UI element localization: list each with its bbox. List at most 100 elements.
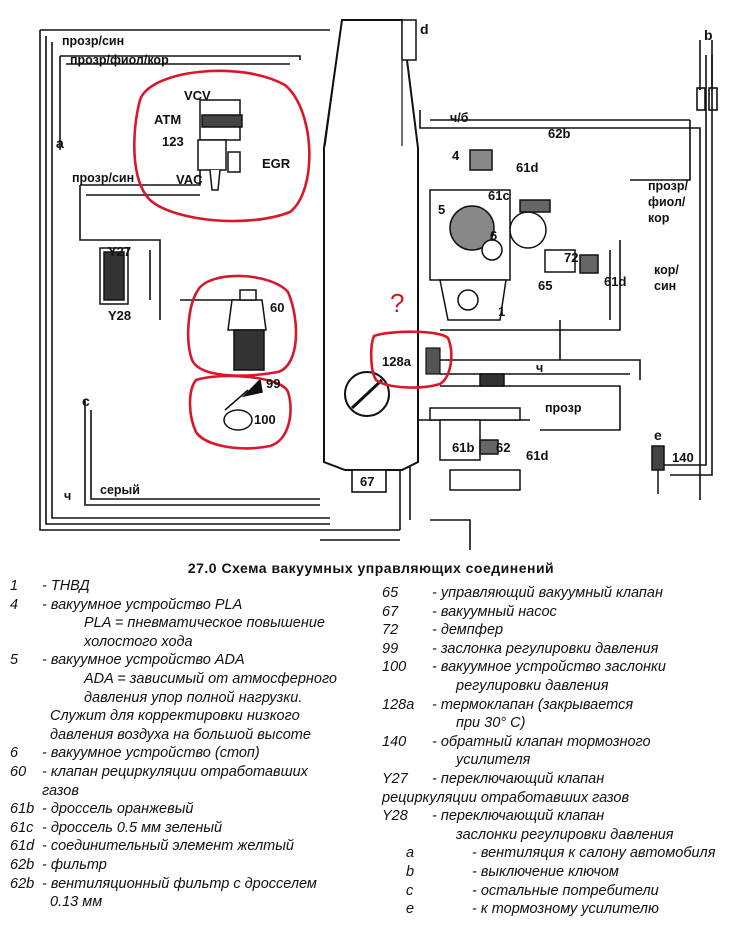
letter-e: e <box>654 427 662 443</box>
legend-description: - ТНВД <box>42 578 90 594</box>
legend-key: 60 <box>10 763 27 780</box>
label-ch-mid: ч <box>536 361 543 375</box>
label-vac: VAC <box>176 172 203 187</box>
question-mark: ? <box>390 288 404 318</box>
label-prozr-fiol-kor-right-3: кор <box>648 211 670 225</box>
legend-key: 4 <box>10 596 19 613</box>
legend-key: 100 <box>382 659 407 676</box>
legend-description: - фильтр <box>42 856 107 873</box>
legend-row: 60 - клапан рециркуляции отработавших <box>10 763 380 782</box>
letter-b: b <box>704 27 713 43</box>
label-prozr-fiol-kor-top: прозр/фиол/кор <box>70 53 169 67</box>
legend-key: b <box>406 863 415 880</box>
legend-continuation: давления упор полной нагрузки. <box>84 689 303 706</box>
legend-key: 128a <box>382 696 415 713</box>
legend-description: - вакуумное устройство ADA <box>42 652 245 669</box>
legend-row: 61d- соединительный элемент желтый <box>10 837 380 856</box>
legend-description: - вентиляционный фильтр с дросселем <box>42 875 317 892</box>
label-123: 123 <box>162 134 184 149</box>
legend-description: - демпфер <box>432 622 504 639</box>
label-61d-low: 61d <box>526 448 548 463</box>
label-vcv: VCV <box>184 88 211 103</box>
label-6: 6 <box>490 228 497 243</box>
label-65: 65 <box>538 278 552 293</box>
legend-continuation: ADA = зависимый от атмосферного <box>84 670 337 687</box>
legend-key: 67 <box>382 603 399 620</box>
legend-key: c <box>406 882 414 899</box>
legend-key: 65 <box>382 585 399 601</box>
legend-row: 1 - ТНВД <box>10 577 380 596</box>
legend-key: 99 <box>382 640 399 657</box>
legend-row: 72 - демпфер <box>382 621 742 640</box>
label-72: 72 <box>564 250 578 265</box>
label-prozr-low: прозр <box>545 401 582 415</box>
legend-continuation: рециркуляции отработавших газов <box>382 789 630 806</box>
legend-description: - к тормозному усилителю <box>472 901 659 918</box>
legend-key: a <box>406 845 415 862</box>
label-y27: Y27 <box>108 244 131 259</box>
legend-row: 140 - обратный клапан тормозного <box>382 733 742 752</box>
legend-key: e <box>406 901 415 918</box>
label-62b: 62b <box>548 126 570 141</box>
letter-d: d <box>420 21 429 37</box>
legend-row: 62b - вентиляционный фильтр с дросселем <box>10 875 380 894</box>
legend-row: 65 - управляющий вакуумный клапан <box>382 584 742 603</box>
legend-continuation: 0.13 мм <box>50 894 103 911</box>
legend-description: - термоклапан (закрывается <box>432 696 634 713</box>
legend-key: 5 <box>10 652 19 669</box>
legend-row: e - к тормозному усилителю <box>382 900 742 919</box>
label-61b: 61b <box>452 440 474 455</box>
label-99: 99 <box>266 376 280 391</box>
legend-continuation: Служит для корректировки низкого <box>50 708 300 725</box>
label-prozr-sin-mid: прозр/син <box>72 171 134 185</box>
legend-key: 62b <box>10 875 35 892</box>
legend-row: 99 - заслонка регулировки давления <box>382 640 742 659</box>
legend-description: - дроссель 0.5 мм зеленый <box>42 819 223 836</box>
legend-description: - клапан рециркуляции отработавших <box>42 763 308 780</box>
legend-description: - вакуумное устройство заслонки <box>432 659 666 676</box>
label-61c: 61c <box>488 188 510 203</box>
legend-description: - обратный клапан тормозного <box>432 733 651 750</box>
legend-description: - переключающий клапан <box>432 808 605 825</box>
legend-row: 128a - термоклапан (закрывается <box>382 696 742 715</box>
legend-continuation: усилителя <box>456 752 531 769</box>
label-61d-top: 61d <box>516 160 538 175</box>
legend-row: 100 - вакуумное устройство заслонки <box>382 658 742 677</box>
label-egr: EGR <box>262 156 291 171</box>
legend-row: Y27- переключающий клапан <box>382 770 742 789</box>
label-140: 140 <box>672 450 694 465</box>
legend-description: - заслонка регулировки давления <box>432 640 659 657</box>
legend-key: 62b <box>10 856 35 873</box>
label-60: 60 <box>270 300 284 315</box>
legend-key: 6 <box>10 745 19 762</box>
legend-row: 61c- дроссель 0.5 мм зеленый <box>10 819 380 838</box>
legend-key: 140 <box>382 733 407 750</box>
label-kor-sin-2: син <box>654 279 676 293</box>
legend-row: 6- вакуумное устройство (стоп) <box>10 744 380 763</box>
legend-description: - выключение ключом <box>472 863 619 880</box>
legend-continuation: давления воздуха на большой высоте <box>50 726 311 743</box>
label-61d-right: 61d <box>604 274 626 289</box>
legend-description: - вакуумное устройство PLA <box>42 596 243 613</box>
legend-description: - управляющий вакуумный клапан <box>432 585 663 601</box>
label-1: 1 <box>498 304 505 319</box>
legend-key: Y27 <box>382 770 408 787</box>
legend-description: - вакуумный насос <box>432 603 557 620</box>
label-100: 100 <box>254 412 276 427</box>
legend-right: 65 - управляющий вакуумный клапан 67 - ваку… <box>382 584 742 919</box>
legend-key: 61b <box>10 801 35 818</box>
legend-row: 67 - вакуумный насос <box>382 603 742 622</box>
label-kor-sin-1: кор/ <box>654 263 679 277</box>
legend-key: 72 <box>382 622 399 639</box>
label-ch-bottom: ч <box>64 489 71 503</box>
letter-a: a <box>56 135 64 151</box>
label-ch-b: ч/б <box>450 111 469 125</box>
legend-key: 1 <box>10 578 19 594</box>
legend-row: 62b - фильтр <box>10 856 380 875</box>
label-atm: ATM <box>154 112 181 127</box>
legend-row: Y28- переключающий клапан <box>382 807 742 826</box>
label-67: 67 <box>360 474 374 489</box>
legend-key: 61d <box>10 838 35 855</box>
vacuum-diagram: прозр/син прозр/фиол/кор прозр/син ч/б ч… <box>39 19 718 550</box>
